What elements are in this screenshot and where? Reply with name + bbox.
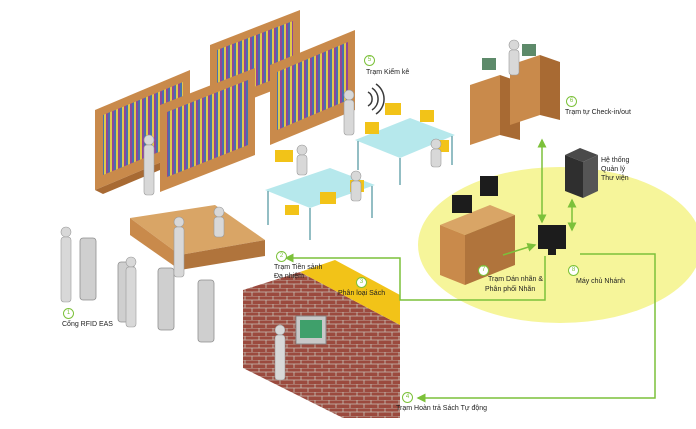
library-system-tower bbox=[565, 148, 598, 198]
station-1-number: 1 bbox=[63, 308, 74, 319]
library-system-line1: Hệ thống bbox=[601, 157, 630, 164]
library-system-line2: Quản lý bbox=[601, 166, 626, 173]
station-5-label: Trạm Kiểm kê bbox=[366, 69, 410, 76]
station-4-number: 4 bbox=[402, 392, 413, 403]
station-6-label: Trạm tự Check-in/out bbox=[565, 109, 631, 116]
station-2-number: 2 bbox=[276, 251, 287, 262]
people bbox=[60, 39, 520, 381]
station-8-number: 8 bbox=[568, 265, 579, 276]
labeling-desk bbox=[440, 176, 515, 285]
wifi-icon bbox=[367, 83, 385, 115]
connector-lobby-server bbox=[284, 253, 546, 301]
station-3-number: 3 bbox=[356, 277, 367, 288]
station-7-label-line2: Phân phối Nhãn bbox=[485, 286, 536, 293]
station-2-label-line2: Đa nhiệm bbox=[274, 273, 304, 280]
station-5-number: 5 bbox=[364, 55, 375, 66]
branch-server-monitor bbox=[538, 225, 566, 255]
station-2-label-line1: Trạm Tiền sảnh bbox=[274, 264, 323, 271]
station-4-label: Trạm Hoàn trả Sách Tự động bbox=[396, 405, 488, 412]
station-6-number: 6 bbox=[566, 96, 577, 107]
connector-labeling-server bbox=[502, 242, 537, 256]
station-1-label: Cổng RFID EAS bbox=[62, 321, 113, 328]
library-system-line3: Thư viện bbox=[601, 175, 629, 182]
book-return-wall bbox=[243, 260, 400, 418]
station-7-label-line1: Trạm Dán nhãn & bbox=[488, 276, 543, 283]
connector-return-server bbox=[416, 253, 656, 403]
bookshelf-4 bbox=[270, 30, 355, 145]
bookshelf-3 bbox=[160, 68, 255, 192]
station-8-label: Máy chủ Nhánh bbox=[576, 278, 626, 285]
lobby-desk bbox=[130, 205, 265, 270]
station-3-label: Phân loại Sách bbox=[338, 290, 386, 297]
station-7-number: 7 bbox=[478, 265, 489, 276]
reading-table-right bbox=[355, 103, 455, 185]
connectors bbox=[284, 138, 656, 403]
